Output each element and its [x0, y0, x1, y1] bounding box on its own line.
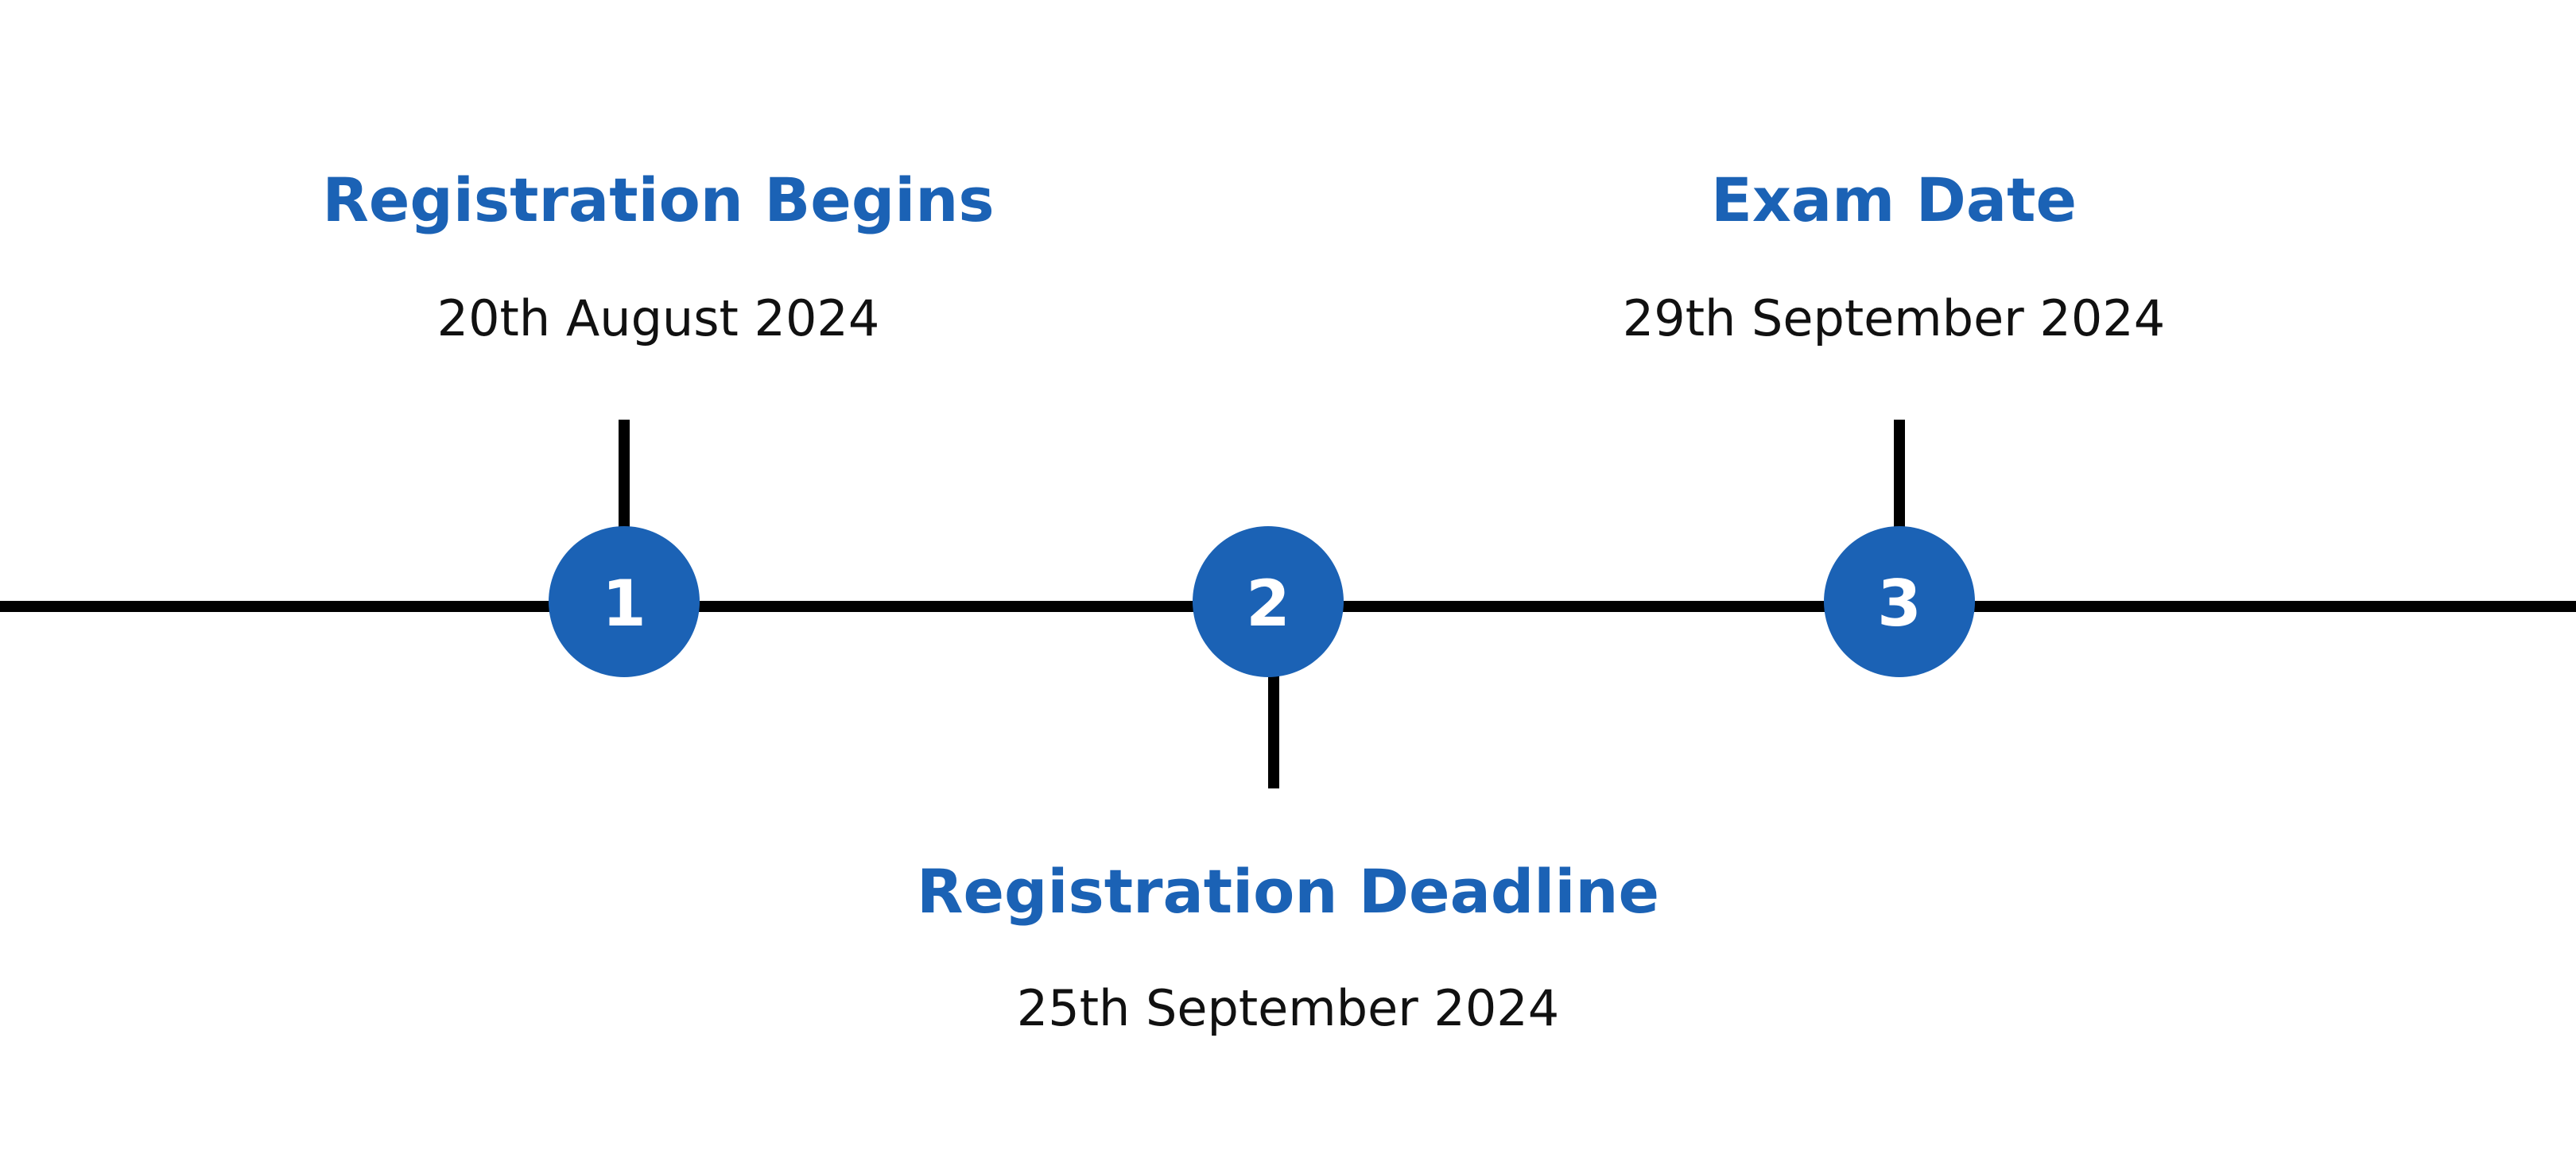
- milestone-1: 1 Registration Begins 20th August 2024: [322, 165, 995, 677]
- milestone-2-marker: [1193, 526, 1344, 677]
- milestone-1-marker: [549, 526, 700, 677]
- milestone-1-title: Registration Begins: [322, 165, 994, 235]
- milestone-3: 3 Exam Date 29th September 2024: [1623, 165, 2165, 677]
- milestone-3-number: 3: [1877, 567, 1922, 641]
- milestone-3-marker: [1824, 526, 1975, 677]
- milestone-1-date: 20th August 2024: [437, 289, 880, 347]
- milestone-3-title: Exam Date: [1711, 165, 2077, 235]
- milestone-2-date: 25th September 2024: [1017, 979, 1559, 1037]
- milestone-2-title: Registration Deadline: [917, 856, 1659, 927]
- milestone-1-number: 1: [602, 567, 646, 641]
- milestone-3-date: 29th September 2024: [1623, 289, 2165, 347]
- milestone-2: 2 Registration Deadline 25th September 2…: [917, 526, 1659, 1037]
- milestone-2-number: 2: [1246, 567, 1290, 641]
